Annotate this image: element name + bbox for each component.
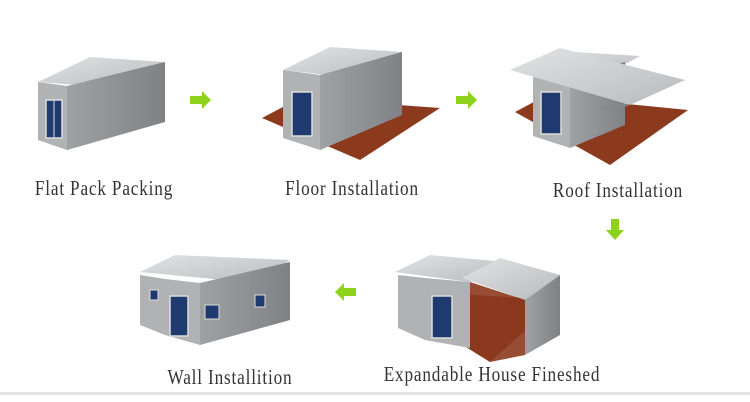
step-label-floor-installation: Floor Installation (285, 176, 419, 200)
arrow-right-icon (456, 91, 477, 109)
expandable-house-finished-illustration (395, 255, 560, 362)
flat-pack-container-illustration (38, 57, 165, 150)
bottom-divider (0, 392, 750, 395)
arrow-right-icon (190, 91, 211, 109)
floor-installation-illustration (262, 47, 440, 160)
arrow-down-icon (606, 219, 624, 240)
roof-installation-illustration (510, 48, 688, 165)
arrow-left-icon (335, 283, 356, 301)
step-label-roof-installation: Roof Installation (552, 178, 684, 202)
step-label-flat-pack-packing: Flat Pack Packing (34, 176, 174, 200)
wall-installation-illustration (140, 255, 290, 345)
step-label-wall-installation: Wall Installition (167, 365, 293, 389)
step-label-expandable-house-finished: Expandable House Fineshed (383, 362, 601, 386)
